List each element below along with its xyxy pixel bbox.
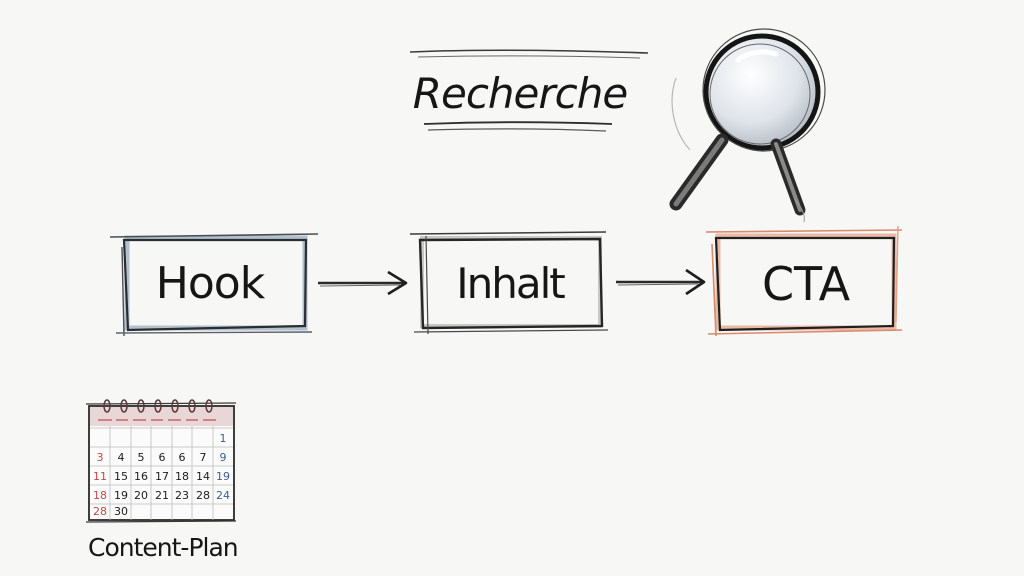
step-label-hook: Hook [156, 258, 266, 309]
diagram-title: Recherche [413, 69, 627, 118]
title-group: Recherche [409, 49, 649, 132]
calendar-day: 28 [93, 505, 107, 518]
flow-arrow-2 [616, 268, 706, 296]
calendar-day: 11 [93, 470, 107, 483]
calendar-day: 24 [216, 489, 230, 502]
step-label-cta: CTA [762, 257, 851, 311]
calendar-day: 19 [114, 489, 128, 502]
calendar-day: 5 [138, 451, 145, 464]
step-label-inhalt: Inhalt [456, 259, 565, 308]
calendar-day: 18 [93, 489, 107, 502]
calendar-day: 6 [159, 451, 166, 464]
calendar-day: 6 [179, 451, 186, 464]
calendar-day: 30 [114, 505, 128, 518]
calendar-day: 9 [220, 451, 227, 464]
calendar-grid [90, 426, 233, 520]
calendar-day: 1 [220, 432, 227, 445]
calendar-day: 16 [134, 470, 148, 483]
calendar-day: 18 [175, 470, 189, 483]
calendar-day: 14 [196, 470, 210, 483]
flow-arrow-1 [318, 270, 408, 296]
calendar-day: 23 [175, 489, 189, 502]
calendar-day: 15 [114, 470, 128, 483]
calendar-day: 20 [134, 489, 148, 502]
calendar-day: 19 [216, 470, 230, 483]
step-box-inhalt: Inhalt [409, 231, 609, 335]
calendar-caption: Content-Plan [88, 533, 238, 562]
calendar-day: 28 [196, 489, 210, 502]
magnifier-icon [669, 28, 826, 223]
step-box-hook: Hook [109, 233, 319, 337]
calendar-day: 21 [155, 489, 169, 502]
calendar-day: 17 [155, 470, 169, 483]
calendar-rings [103, 399, 213, 413]
calendar-day: 4 [118, 451, 125, 464]
calendar-day: 3 [97, 451, 104, 464]
calendar-day: 7 [200, 451, 207, 464]
step-box-cta: CTA [705, 225, 903, 337]
